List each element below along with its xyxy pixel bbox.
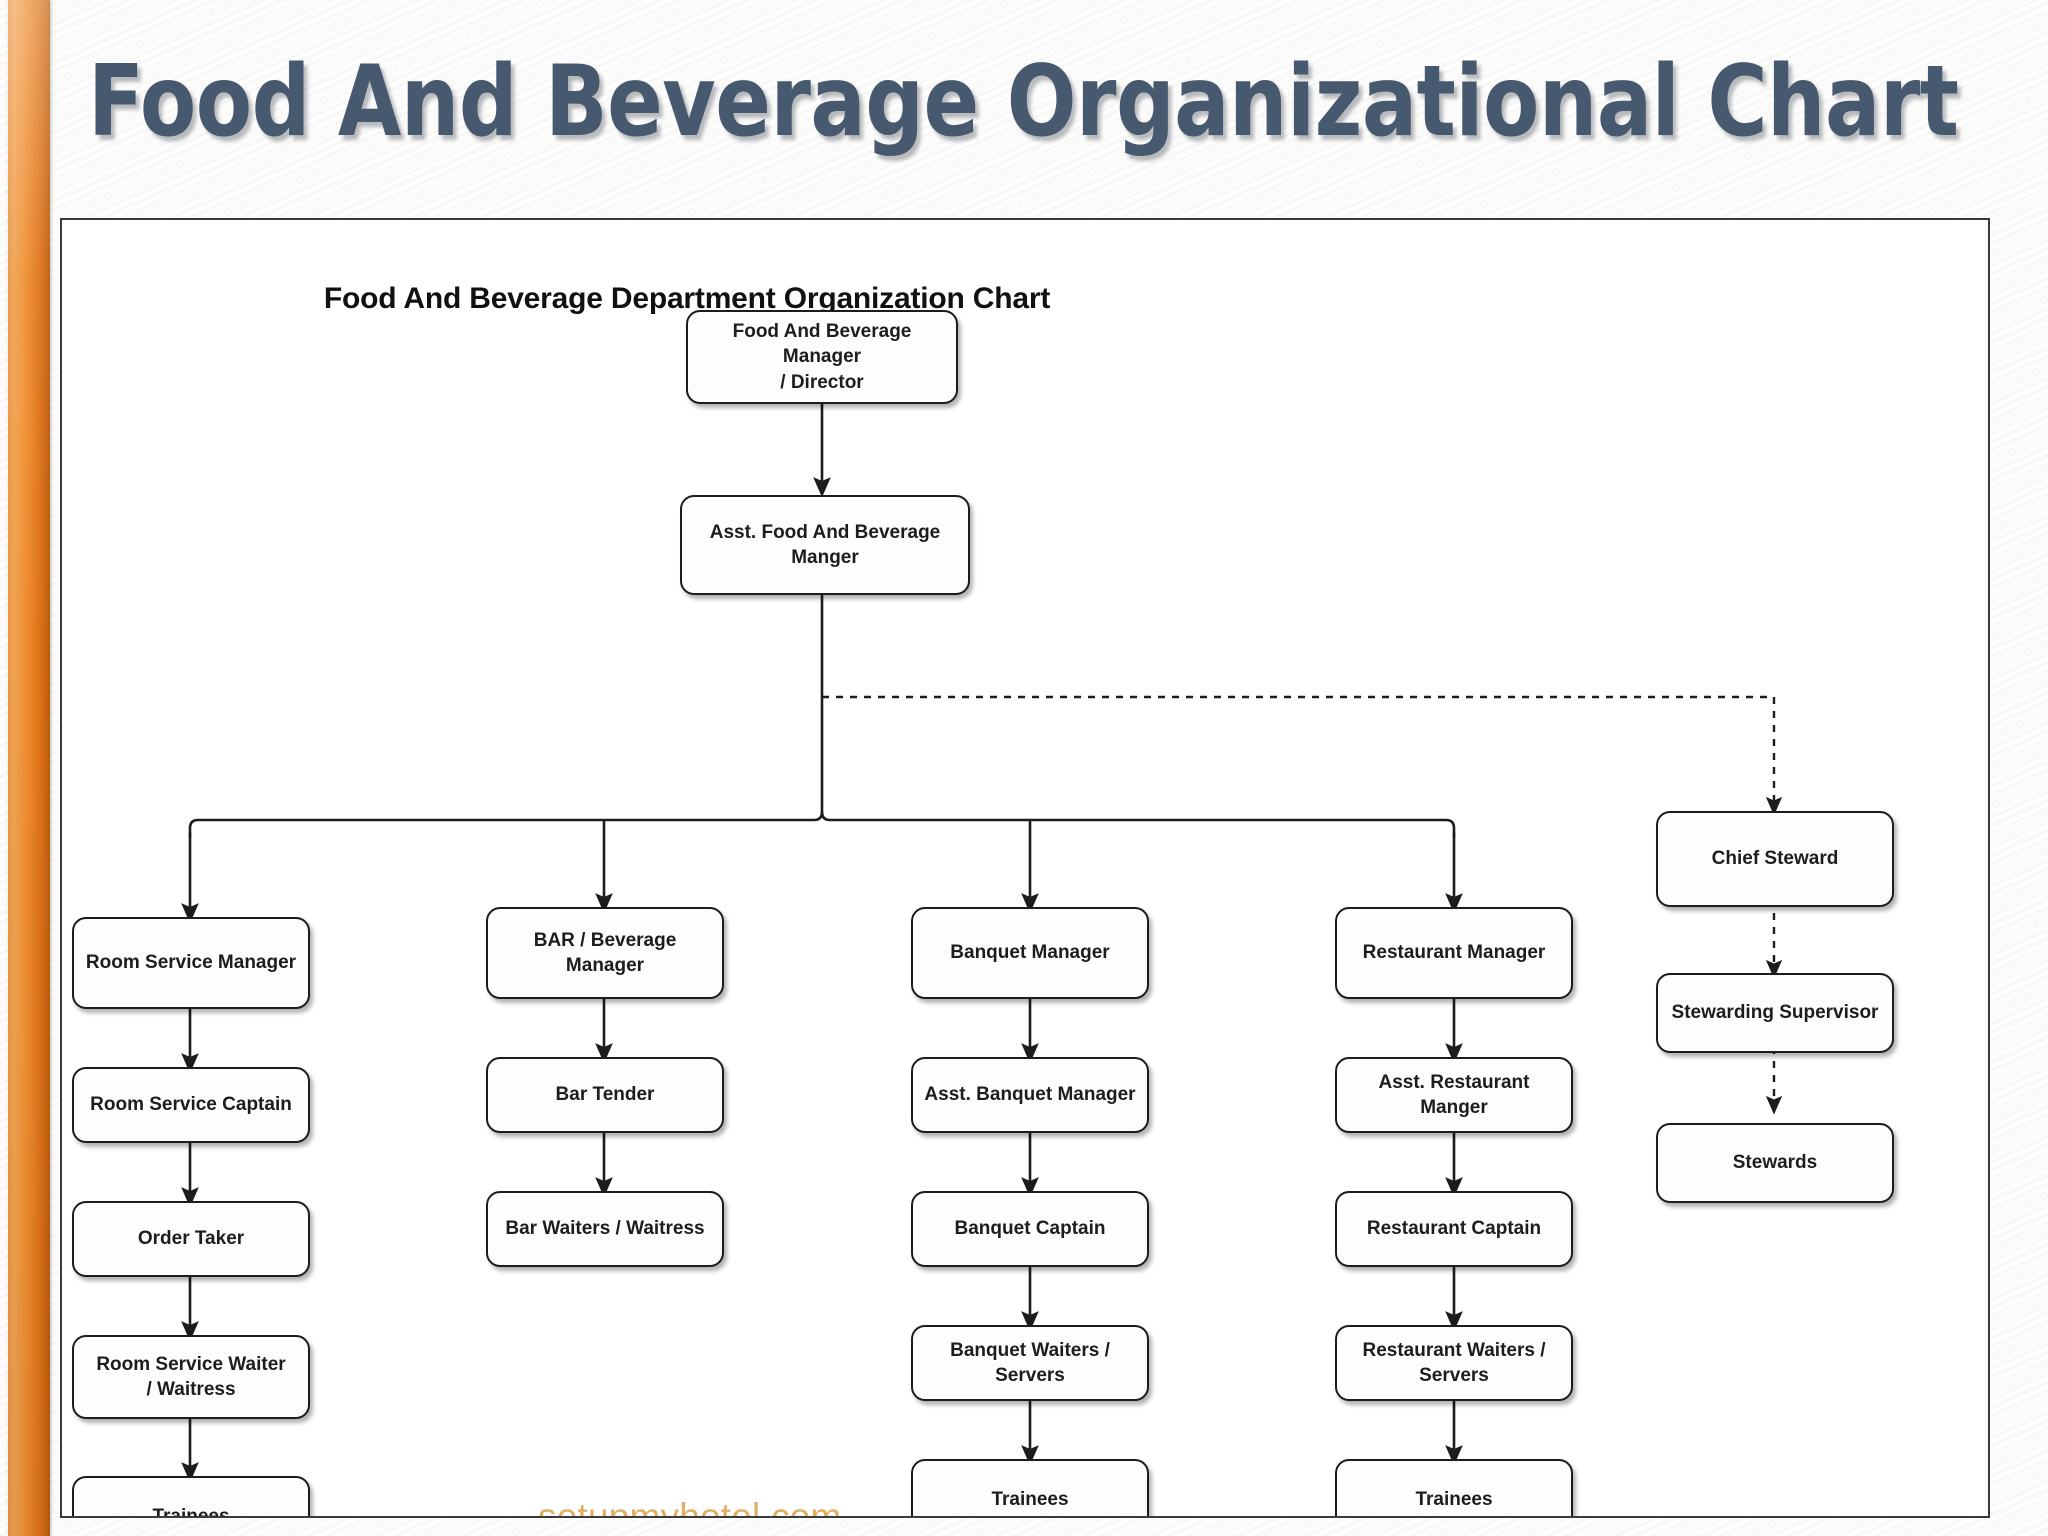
node-label: Room Service Waiter / Waitress xyxy=(96,1353,286,1400)
node-label: Asst. Food And Beverage Manger xyxy=(709,521,941,568)
node-bar-waiters[interactable]: Bar Waiters / Waitress xyxy=(486,1191,724,1267)
node-label: Order Taker xyxy=(137,1228,245,1250)
node-asst-restaurant-manager[interactable]: Asst. Restaurant Manger xyxy=(1335,1057,1573,1133)
node-label: Stewards xyxy=(1732,1152,1818,1174)
node-banquet-trainees[interactable]: Trainees xyxy=(911,1459,1149,1516)
node-room-service-waiter[interactable]: Room Service Waiter / Waitress xyxy=(72,1335,310,1419)
node-order-taker[interactable]: Order Taker xyxy=(72,1201,310,1277)
node-room-service-trainees[interactable]: Trainees xyxy=(72,1476,310,1518)
node-asst-director[interactable]: Asst. Food And Beverage Manger xyxy=(680,495,970,595)
page-title: Food And Beverage Organizational Chart xyxy=(88,45,1959,159)
node-banquet-captain[interactable]: Banquet Captain xyxy=(911,1191,1149,1267)
node-label: Bar Tender xyxy=(555,1084,655,1106)
node-label: Banquet Manager xyxy=(950,942,1110,964)
left-accent-bar xyxy=(8,0,50,1536)
node-asst-banquet-manager[interactable]: Asst. Banquet Manager xyxy=(911,1057,1149,1133)
content-panel: Food And Beverage Department Organizatio… xyxy=(60,218,1990,1518)
node-label: BAR / Beverage Manager xyxy=(533,929,677,976)
node-banquet-waiters[interactable]: Banquet Waiters / Servers xyxy=(911,1325,1149,1401)
node-restaurant-waiters[interactable]: Restaurant Waiters / Servers xyxy=(1335,1325,1573,1401)
node-bar-manager[interactable]: BAR / Beverage Manager xyxy=(486,907,724,999)
node-label: Restaurant Captain xyxy=(1366,1218,1542,1240)
node-room-service-manager[interactable]: Room Service Manager xyxy=(72,917,310,1009)
node-label: Room Service Manager xyxy=(85,952,297,974)
node-stewarding-supervisor[interactable]: Stewarding Supervisor xyxy=(1656,973,1894,1053)
node-label: Food And Beverage Manager / Director xyxy=(732,321,912,393)
node-chief-steward[interactable]: Chief Steward xyxy=(1656,811,1894,907)
chart-heading: Food And Beverage Department Organizatio… xyxy=(323,282,1051,315)
node-label: Banquet Captain xyxy=(954,1218,1106,1240)
node-label: Bar Waiters / Waitress xyxy=(505,1218,705,1240)
node-restaurant-captain[interactable]: Restaurant Captain xyxy=(1335,1191,1573,1267)
node-label: Trainees xyxy=(991,1489,1069,1511)
node-banquet-manager[interactable]: Banquet Manager xyxy=(911,907,1149,999)
node-restaurant-trainees[interactable]: Trainees xyxy=(1335,1459,1573,1516)
node-restaurant-manager[interactable]: Restaurant Manager xyxy=(1335,907,1573,999)
node-room-service-captain[interactable]: Room Service Captain xyxy=(72,1067,310,1143)
node-label: Trainees xyxy=(1415,1489,1493,1511)
node-label: Room Service Captain xyxy=(90,1094,292,1116)
node-label: Restaurant Waiters / Servers xyxy=(1362,1339,1546,1386)
site-watermark: setupmyhotel.com xyxy=(538,1496,842,1518)
node-label: Banquet Waiters / Servers xyxy=(950,1339,1110,1386)
node-label: Restaurant Manager xyxy=(1362,942,1546,964)
node-label: Stewarding Supervisor xyxy=(1671,1002,1879,1024)
node-director[interactable]: Food And Beverage Manager / Director xyxy=(686,310,958,404)
node-label: Asst. Banquet Manager xyxy=(924,1084,1136,1106)
node-bar-tender[interactable]: Bar Tender xyxy=(486,1057,724,1133)
node-stewards[interactable]: Stewards xyxy=(1656,1123,1894,1203)
node-label: Chief Steward xyxy=(1711,848,1839,870)
node-label: Trainees xyxy=(152,1506,230,1518)
node-label: Asst. Restaurant Manger xyxy=(1378,1071,1530,1118)
